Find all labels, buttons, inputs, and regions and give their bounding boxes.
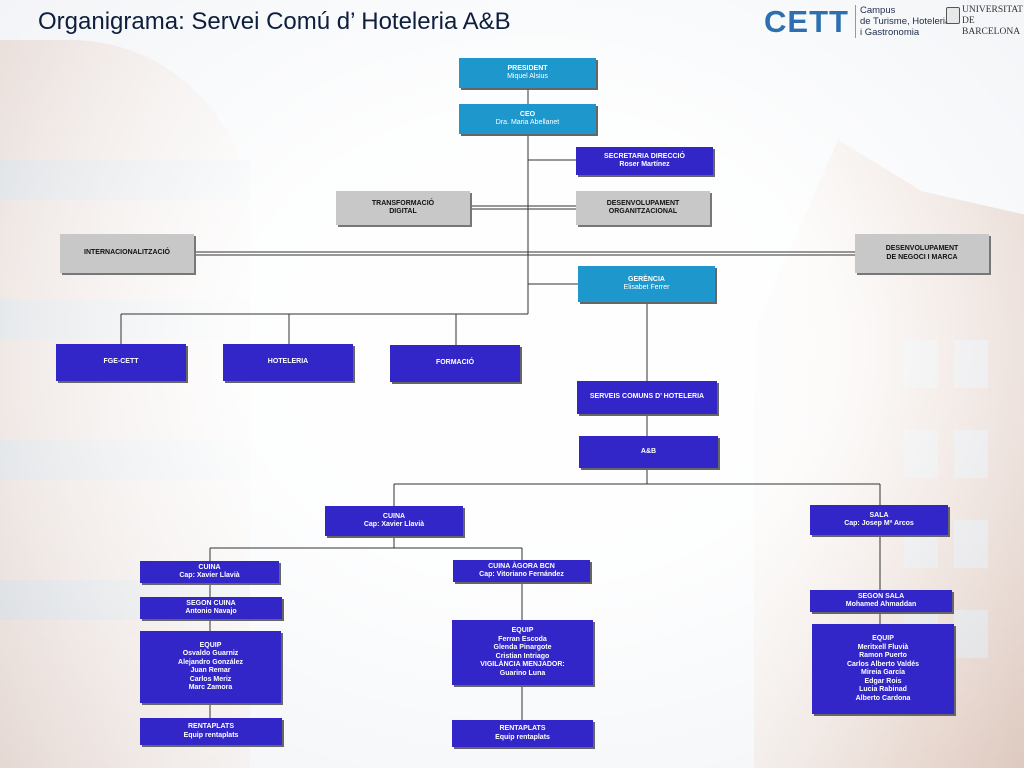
node-name: Elisabet Ferrer [623,284,670,291]
team-member: Edgar Rois [864,677,902,685]
node-transformacio: TRANSFORMACIÓ DIGITAL [336,191,470,225]
node-title: DESENVOLUPAMENT [606,199,680,207]
node-serveis-comuns: SERVEIS COMUNS D’ HOTELERIA [577,381,717,414]
team-member: Mireia García [861,669,905,676]
node-ab: A&B [579,436,718,468]
team-member: Glenda Pinargote [493,644,552,651]
team-member: Cristian Intriago [495,652,550,660]
team-member: Ramon Puerto [859,652,907,659]
node-segon-cuina: SEGON CUINA Antonio Navajo [140,597,282,619]
team-member: Marc Zamora [188,684,233,691]
node-title: RENTAPLATS [499,725,546,732]
node-desenvolupament-negoci: DESENVOLUPAMENT DE NEGOCI I MARCA [855,234,989,273]
node-title: HOTELERIA [267,358,309,366]
node-title: SECRETARIA DIRECCIÓ [604,152,685,160]
university-logo-text: UNIVERSITAT DE BARCELONA [962,5,1023,37]
team-member: Meritxell Fluvià [857,643,909,651]
node-name: Miquel Alsius [507,73,548,80]
node-gerencia: GERÈNCIA Elisabet Ferrer [578,266,715,302]
node-hoteleria: HOTELERIA [223,344,353,381]
node-title: CUINA [382,512,406,520]
node-title: FGE-CETT [103,358,139,366]
team-member: Alberto Cardona [855,694,911,702]
node-title: EQUIP [872,635,894,642]
team-member: Carlos Meriz [189,675,232,683]
node-secretaria: SECRETARIA DIRECCIÓ Roser Martínez [576,147,713,175]
node-title: RENTAPLATS [187,723,235,730]
node-name: Equip rentaplats [183,731,239,739]
node-cuina-main: CUINA Cap: Xavier Llavià [325,506,463,536]
node-title: INTERNACIONALITZACIÓ [84,249,170,257]
node-fge-cett: FGE-CETT [56,344,186,381]
node-name: ORGANITZACIONAL [608,208,678,215]
node-title: CUINA ÀGORA BCN [488,562,555,570]
node-formacio: FORMACIÓ [390,345,520,382]
campus-logo-text: Campus de Turisme, Hoteleria i Gastronom… [855,5,950,38]
node-title: A&B [640,447,657,455]
node-name: Dra. Maria Abellanet [495,119,560,126]
page-title: Organigrama: Servei Comú d’ Hoteleria A&… [38,8,511,35]
node-name: Roser Martínez [619,161,670,168]
node-title: CUINA [198,563,221,571]
node-ceo: CEO Dra. Maria Abellanet [459,104,596,134]
node-title: GERÈNCIA [628,275,665,283]
team-member: VIGILÀNCIA MENJADOR: [480,661,565,668]
team-member: Juan Remar [190,667,231,674]
university-seal-icon [946,7,960,24]
team-member: Lucia Rabinad [859,686,907,693]
node-name: Cap: Vitoriano Fernández [479,571,564,578]
node-name: DE NEGOCI I MARCA [886,253,958,261]
node-cuina-sub: CUINA Cap: Xavier Llavià [140,561,279,583]
node-title: FORMACIÓ [435,359,475,367]
node-title: CEO [519,110,536,118]
node-president: PRESIDENT Miquel Alsius [459,58,596,88]
node-title: SERVEIS COMUNS D’ HOTELERIA [589,393,705,401]
node-title: DESENVOLUPAMENT [885,245,959,252]
node-title: SEGON CUINA [186,599,236,607]
team-member: Alejandro González [178,658,243,666]
node-segon-sala: SEGON SALA Mohamed Ahmaddan [810,590,952,612]
team-member: Ferran Escoda [498,635,547,643]
node-name: Cap: Xavier Llavià [363,521,425,528]
node-rentaplats-agora: RENTAPLATS Equip rentaplats [452,720,593,747]
node-equip-cuina: EQUIP Osvaldo Guarniz Alejandro González… [140,631,281,703]
node-cuina-agora: CUINA ÀGORA BCN Cap: Vitoriano Fernández [453,560,590,582]
node-title: EQUIP [511,627,534,634]
node-name: Equip rentaplats [495,733,550,741]
cett-logo: CETT [764,4,849,39]
node-rentaplats-cuina: RENTAPLATS Equip rentaplats [140,718,282,745]
team-member: Carlos Alberto Valdés [846,660,920,668]
node-title: SEGON SALA [857,592,905,600]
node-equip-agora: EQUIP Ferran Escoda Glenda Pinargote Cri… [452,620,593,685]
node-name: Cap: Josep Mª Arcos [844,520,914,527]
team-member: Guarino Luna [499,669,546,677]
team-member: Osvaldo Guarniz [182,650,239,657]
node-title: PRESIDENT [507,64,548,72]
node-name: Antonio Navajo [185,608,237,615]
node-equip-sala: EQUIP Meritxell Fluvià Ramon Puerto Carl… [812,624,954,714]
node-name: Mohamed Ahmaddan [845,601,917,608]
node-title: EQUIP [199,641,222,649]
node-name: DIGITAL [389,208,417,215]
node-name: Cap: Xavier Llavià [179,572,240,579]
node-title: SALA [869,511,889,519]
node-title: TRANSFORMACIÓ [371,199,435,207]
node-internacionalitzacio: INTERNACIONALITZACIÓ [60,234,194,273]
node-desenvolupament-organitzacional: DESENVOLUPAMENT ORGANITZACIONAL [576,191,710,225]
node-sala: SALA Cap: Josep Mª Arcos [810,505,948,535]
